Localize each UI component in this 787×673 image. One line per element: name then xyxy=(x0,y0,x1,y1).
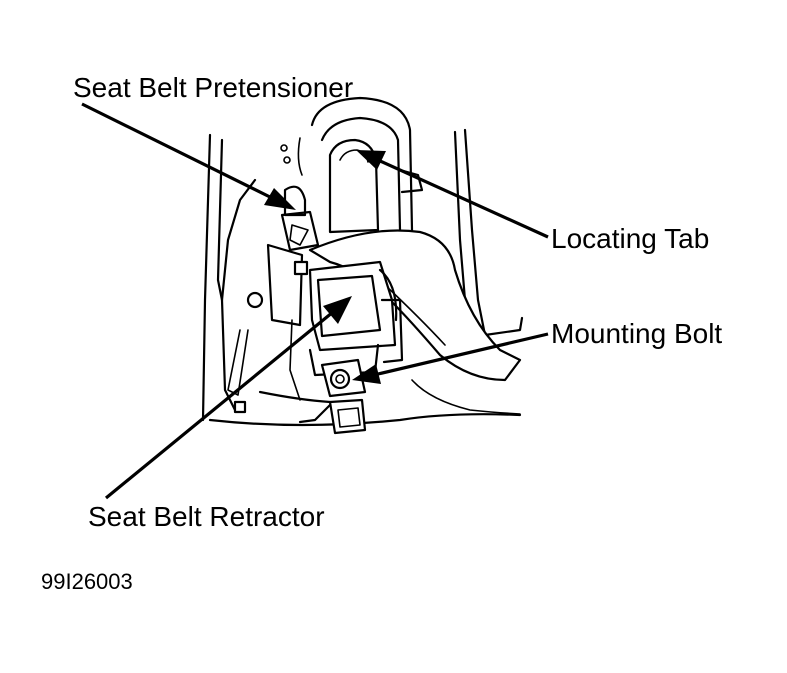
pretensioner-label: Seat Belt Pretensioner xyxy=(73,72,354,103)
mounting-bolt-arrowhead xyxy=(352,364,381,384)
locating-tab-housing xyxy=(280,96,424,262)
pretensioner-arrowhead xyxy=(264,188,296,210)
figure-id: 99I26003 xyxy=(41,569,133,594)
pretensioner-leader xyxy=(81,102,273,200)
retractor-body xyxy=(289,260,404,401)
retractor-label: Seat Belt Retractor xyxy=(88,501,325,532)
locating-tab-leader xyxy=(377,158,549,239)
pretensioner-unit xyxy=(227,185,320,396)
retractor-leader xyxy=(104,310,335,500)
mounting-bolt-label: Mounting Bolt xyxy=(551,318,723,349)
mounting-bolt-leader xyxy=(377,332,549,376)
retractor-arrowhead xyxy=(323,296,352,324)
locating-tab-label: Locating Tab xyxy=(551,223,710,254)
mounting-bolt-area xyxy=(233,358,367,435)
locating-tab-arrowhead xyxy=(356,150,386,170)
pillar-trim xyxy=(201,128,524,427)
leader-lines xyxy=(81,102,549,500)
